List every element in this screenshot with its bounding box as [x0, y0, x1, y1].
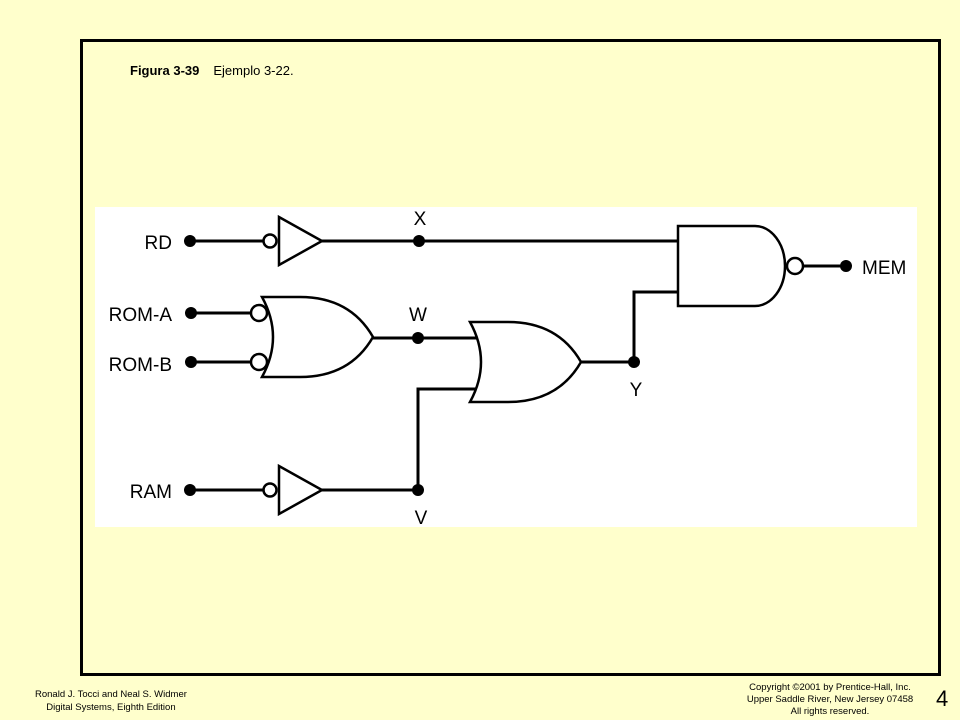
terminal-rom-b-icon — [185, 356, 197, 368]
label-y: Y — [630, 380, 643, 401]
label-mem: MEM — [862, 258, 906, 279]
bubble-ram-icon — [262, 482, 278, 498]
inverter-rd-icon — [277, 214, 325, 268]
rights-line: All rights reserved. — [790, 706, 870, 717]
bubble-rom-a-icon — [249, 303, 269, 323]
label-v: V — [415, 508, 428, 529]
address-line: Upper Saddle River, New Jersey 07458 — [746, 694, 914, 705]
book-line: Digital Systems, Eighth Edition — [46, 702, 176, 713]
bubble-rom-b-icon — [249, 352, 269, 372]
label-rd: RD — [145, 233, 172, 254]
label-rom-b: ROM-B — [109, 355, 172, 376]
or-gate-2-icon — [467, 320, 583, 404]
bubble-rd-icon — [262, 233, 278, 249]
terminal-rom-a-icon — [185, 307, 197, 319]
chapter-number: 4 — [936, 686, 949, 711]
figure-caption: Figura 3-39 Ejemplo 3-22. — [130, 63, 294, 78]
node-x-dot-icon — [413, 235, 425, 247]
copyright-line: Copyright ©2001 by Prentice-Hall, Inc. — [749, 682, 911, 693]
label-w: W — [409, 305, 427, 326]
label-ram: RAM — [130, 482, 172, 503]
nand-bubble-icon — [785, 256, 805, 276]
terminal-rd-icon — [184, 235, 196, 247]
node-y-dot-icon — [628, 356, 640, 368]
label-x: X — [414, 209, 427, 230]
figure-title: Ejemplo 3-22. — [213, 63, 294, 78]
author-line: Ronald J. Tocci and Neal S. Widmer — [35, 689, 187, 700]
node-v-dot-icon — [412, 484, 424, 496]
footer-author: Ronald J. Tocci and Neal S. Widmer Digit… — [35, 688, 187, 714]
node-w-dot-icon — [412, 332, 424, 344]
wire-y-to-nand — [632, 290, 678, 362]
nand-gate-icon — [676, 224, 787, 308]
footer-copyright: Copyright ©2001 by Prentice-Hall, Inc. U… — [720, 682, 940, 718]
terminal-mem-icon — [840, 260, 852, 272]
label-rom-a: ROM-A — [109, 305, 173, 326]
or-gate-1-icon — [259, 295, 375, 379]
figure-number: Figura 3-39 — [130, 63, 200, 78]
inverter-ram-icon — [277, 463, 325, 517]
wire-v-to-or — [416, 387, 478, 490]
terminal-ram-icon — [184, 484, 196, 496]
